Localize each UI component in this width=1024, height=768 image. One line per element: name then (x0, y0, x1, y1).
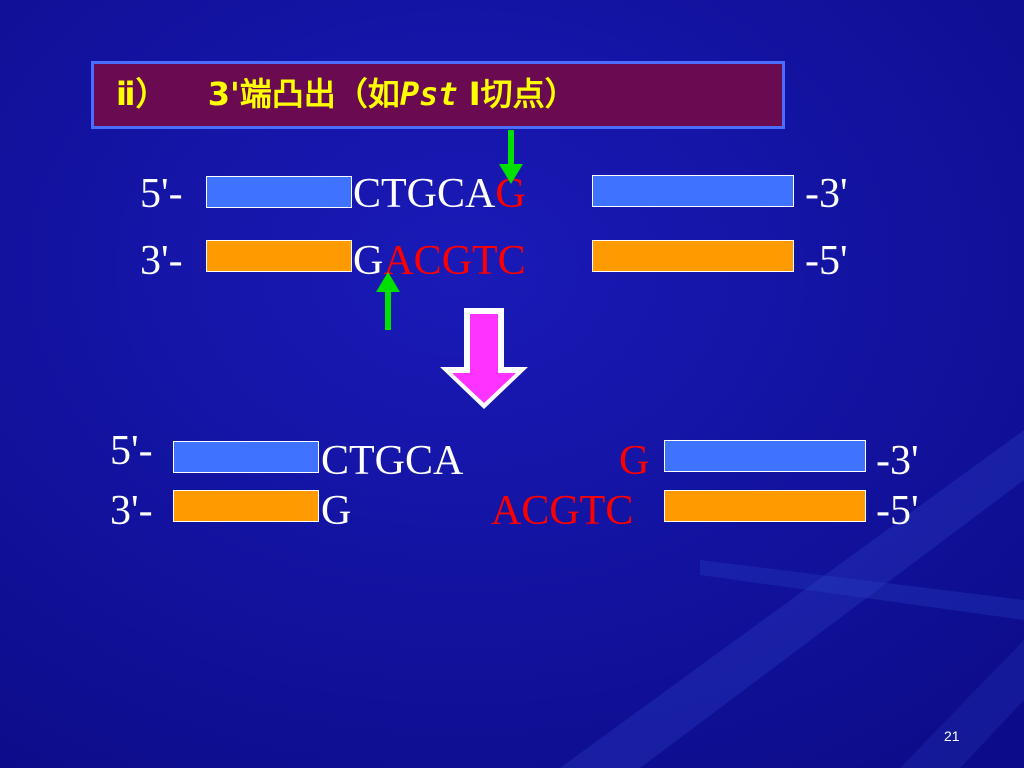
top-row1-seq-white: CTGCA (353, 171, 496, 217)
cut-arrow-down-icon (499, 130, 523, 184)
top-row2-seq-red: ACGTC (383, 238, 526, 284)
title-prefix: ⅱ） (116, 75, 168, 113)
top-row1-left-label: 5'- (140, 171, 183, 217)
process-arrow-down-icon (440, 308, 528, 409)
title-main: 3'端凸出（如 (207, 75, 400, 113)
title-enzyme: Pst (399, 75, 458, 113)
top-row2-sequence: GACGTC (353, 240, 526, 282)
bottom-row1-seq-red: G (619, 438, 650, 484)
bottom-row1-left-label: 5'- (110, 428, 153, 474)
title-box: ⅱ） 3'端凸出（如Pst Ⅰ切点） (91, 61, 785, 129)
top-row2-left-strand (206, 240, 352, 272)
top-row2-left-label: 3'- (140, 238, 183, 284)
top-row1-right-label: -3' (805, 171, 848, 217)
top-row1-left-strand (206, 176, 352, 208)
bottom-row1-left-strand (173, 441, 319, 473)
bottom-row1-right-label: -3' (876, 438, 919, 484)
bottom-row2-right-label: -5' (876, 488, 919, 534)
top-row2-seq-white: G (353, 238, 384, 284)
bottom-row2-left-label: 3'- (110, 488, 153, 534)
top-row1-right-strand (592, 175, 794, 207)
title-suffix: Ⅰ切点） (457, 75, 577, 113)
top-row2-right-strand (592, 240, 794, 272)
bottom-row1-seq-white: CTGCA (321, 438, 464, 484)
bottom-row2-right-strand (664, 490, 866, 522)
page-number: 21 (944, 728, 960, 744)
bottom-row1-right-strand (664, 440, 866, 472)
slide-title: ⅱ） 3'端凸出（如Pst Ⅰ切点） (116, 74, 577, 114)
bottom-row2-seq-red: ACGTC (491, 488, 634, 534)
bottom-row2-seq-white: G (321, 488, 352, 534)
bottom-row2-left-strand (173, 490, 319, 522)
cut-arrow-up-icon (376, 272, 400, 330)
top-row2-right-label: -5' (805, 238, 848, 284)
